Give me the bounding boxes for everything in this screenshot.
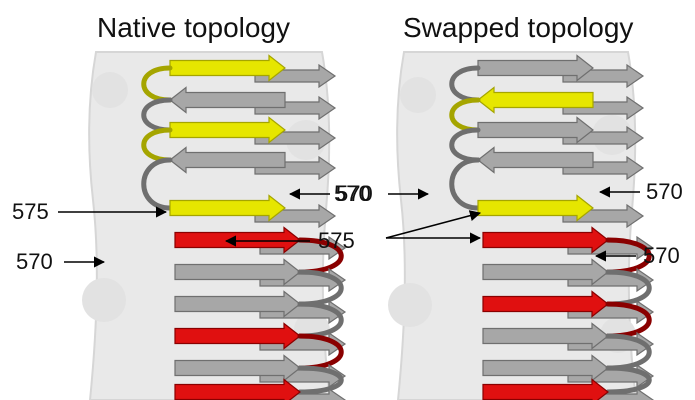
native-label-575-upper: 575	[12, 199, 49, 225]
swapped-label-570-upper-left: 570	[334, 181, 371, 207]
swapped-label-570-lower: 570	[643, 243, 680, 269]
native-label-570-lower: 570	[16, 249, 53, 275]
native-label-575-lower: 575	[318, 228, 355, 254]
swapped-label-570-upper-right: 570	[646, 179, 683, 205]
